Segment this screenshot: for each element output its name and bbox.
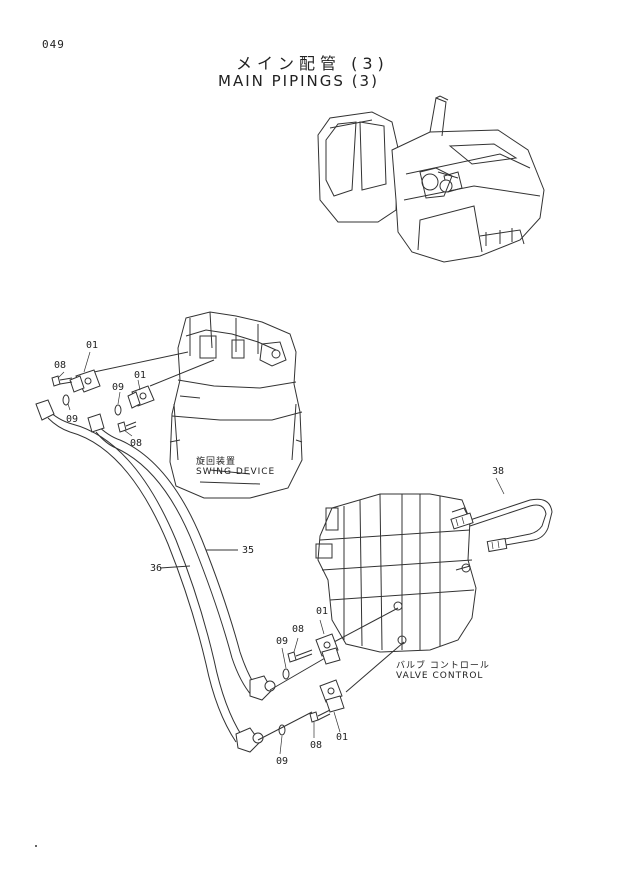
label-part-08: 08 <box>310 740 323 751</box>
hoses-35-36 <box>35 399 333 753</box>
label-part-08: 08 <box>130 438 143 449</box>
caption-swing-device-en: SWING DEVICE <box>196 467 276 477</box>
title-english: MAIN PIPINGS (3) <box>218 72 379 90</box>
caption-valve-control-jp: バルブ コントロール <box>396 661 490 671</box>
page-number: 049 <box>42 38 65 51</box>
label-part-01: 01 <box>316 606 329 617</box>
excavator-overview <box>317 95 545 263</box>
label-part-09: 09 <box>112 382 125 393</box>
page-dot <box>35 845 37 847</box>
fittings-valve <box>278 633 345 736</box>
label-part-01: 01 <box>134 370 147 381</box>
swing-device-drawing <box>93 311 303 499</box>
caption-valve-control-en: VALVE CONTROL <box>396 671 484 681</box>
label-part-09: 09 <box>66 414 79 425</box>
label-part-09: 09 <box>276 636 289 647</box>
caption-swing-device-jp: 旋回装置 <box>196 457 237 467</box>
label-part-09: 09 <box>276 756 289 767</box>
label-part-35: 35 <box>242 545 255 556</box>
control-valve-drawing <box>315 493 477 693</box>
label-part-38: 38 <box>492 466 505 477</box>
label-part-08: 08 <box>54 360 67 371</box>
label-part-36: 36 <box>150 563 163 574</box>
fittings-swing <box>51 369 155 433</box>
label-leaders <box>57 351 505 755</box>
hose-38 <box>450 498 553 553</box>
label-part-01: 01 <box>86 340 99 351</box>
title-japanese: メイン配管 (3) <box>236 54 389 73</box>
label-part-08: 08 <box>292 624 305 635</box>
label-part-01: 01 <box>336 732 349 743</box>
